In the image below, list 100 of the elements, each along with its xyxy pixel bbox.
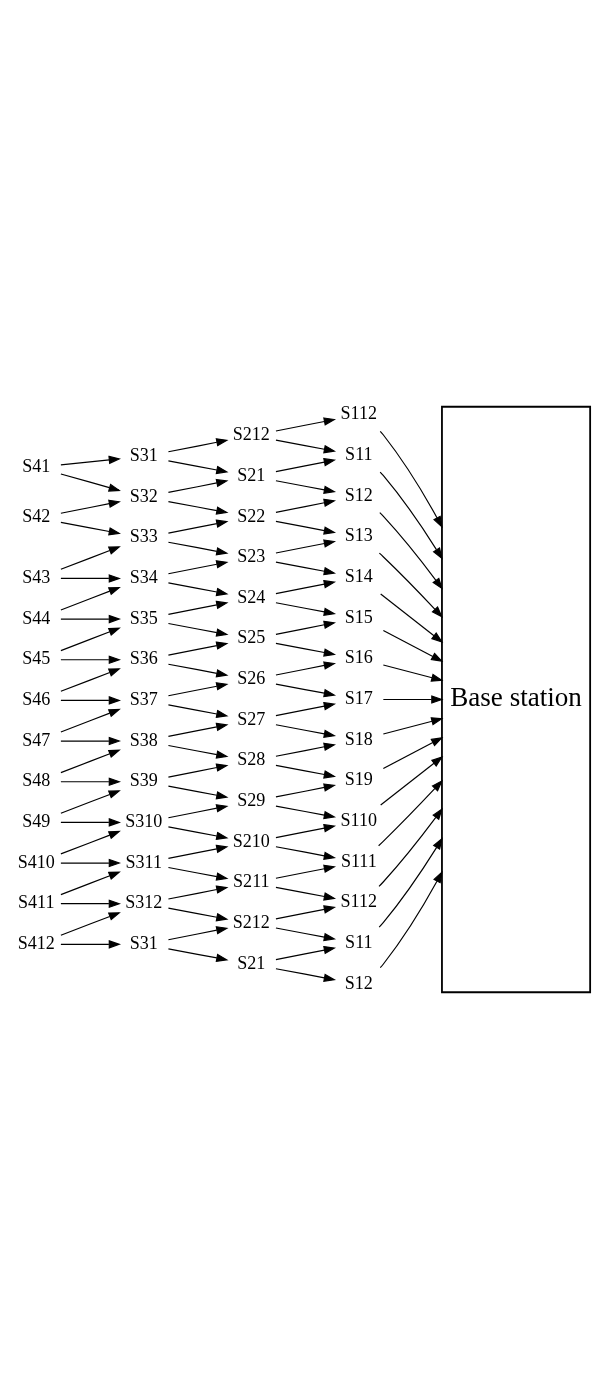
arrow — [382, 694, 444, 704]
node-text: S12 — [344, 484, 373, 505]
node-text: S18 — [344, 728, 373, 749]
arrow — [167, 600, 229, 615]
arrow — [382, 736, 444, 769]
arrow — [60, 627, 121, 651]
arrow — [275, 660, 336, 676]
arrow — [60, 911, 121, 936]
arrow — [60, 695, 121, 705]
node-text: S35 — [129, 607, 158, 628]
arrow — [275, 723, 337, 738]
arrow — [275, 538, 336, 554]
arrow — [167, 500, 229, 515]
arrow — [275, 439, 337, 453]
arrow — [382, 629, 444, 662]
arrow — [275, 805, 337, 819]
node-text: S38 — [129, 729, 158, 750]
arrow — [60, 898, 121, 908]
arrow — [167, 722, 229, 737]
arrow — [167, 663, 229, 677]
arrow — [275, 457, 336, 472]
arrow — [382, 663, 444, 682]
arrow — [60, 573, 121, 583]
arrow — [167, 947, 229, 962]
arrow — [167, 640, 229, 656]
arrow — [275, 520, 337, 535]
node-text: S12 — [344, 972, 373, 993]
node-box: Base station — [441, 405, 592, 993]
arrow — [60, 521, 121, 536]
arrow — [275, 683, 337, 697]
arrow — [379, 430, 443, 528]
arrow — [167, 703, 229, 718]
node-text: S112 — [340, 890, 378, 911]
arrow — [275, 642, 337, 657]
arrow — [167, 681, 229, 696]
arrow — [167, 785, 229, 799]
arrow — [167, 884, 229, 900]
arrow — [275, 579, 336, 594]
node-text: S311 — [125, 851, 163, 872]
arrow — [60, 817, 121, 827]
arrow — [275, 620, 336, 635]
node-text: S110 — [340, 809, 378, 830]
node-text: S41 — [22, 455, 51, 476]
node-text: S25 — [237, 626, 266, 647]
arrow — [167, 459, 229, 474]
arrow — [275, 823, 336, 838]
arrow — [60, 654, 121, 664]
node-text: S39 — [129, 769, 158, 790]
node-text: S44 — [22, 607, 51, 628]
arrow — [275, 945, 336, 960]
node-text: S23 — [237, 545, 266, 566]
arrow — [275, 742, 336, 757]
arrow — [167, 925, 229, 940]
arrow — [380, 592, 444, 643]
arrow — [167, 844, 229, 859]
node-text: S46 — [22, 688, 51, 709]
arrow — [60, 858, 121, 867]
node-text: S11 — [345, 443, 373, 464]
arrow — [60, 708, 121, 733]
node-text: S212 — [232, 423, 270, 444]
arrow — [275, 701, 336, 716]
node-text: S26 — [237, 667, 266, 688]
arrow — [275, 764, 337, 779]
arrow — [167, 437, 229, 452]
arrow — [167, 803, 229, 818]
arrow — [167, 541, 229, 555]
node-text: S14 — [344, 565, 373, 586]
arrow — [275, 601, 337, 616]
arrow — [380, 755, 444, 806]
arrow — [275, 926, 337, 941]
arrow — [60, 736, 121, 745]
node-text: S47 — [22, 729, 51, 750]
arrow — [60, 830, 121, 854]
node-text: S48 — [22, 769, 51, 790]
arrow — [167, 866, 229, 881]
arrow — [379, 470, 443, 560]
node-text: S412 — [17, 932, 55, 953]
arrow — [167, 907, 229, 921]
arrow — [275, 416, 336, 432]
arrow — [275, 845, 337, 860]
node-text: S210 — [232, 830, 270, 851]
node-text: S16 — [344, 646, 373, 667]
node-text: S43 — [22, 566, 51, 587]
node-text: S212 — [232, 911, 270, 932]
arrow — [378, 779, 444, 846]
node-text: S32 — [129, 485, 158, 506]
node-text: S29 — [237, 789, 266, 810]
node-text: S13 — [344, 524, 373, 545]
node-text: S45 — [22, 647, 51, 668]
arrow — [275, 967, 337, 982]
arrow — [167, 762, 229, 778]
arrow — [275, 498, 336, 513]
arrow — [382, 716, 444, 735]
arrow — [60, 545, 121, 570]
node-text: S21 — [237, 952, 266, 973]
arrow — [60, 586, 121, 611]
arrow — [60, 789, 121, 814]
arrow — [167, 518, 229, 534]
arrow — [60, 499, 121, 514]
arrow — [167, 744, 229, 759]
